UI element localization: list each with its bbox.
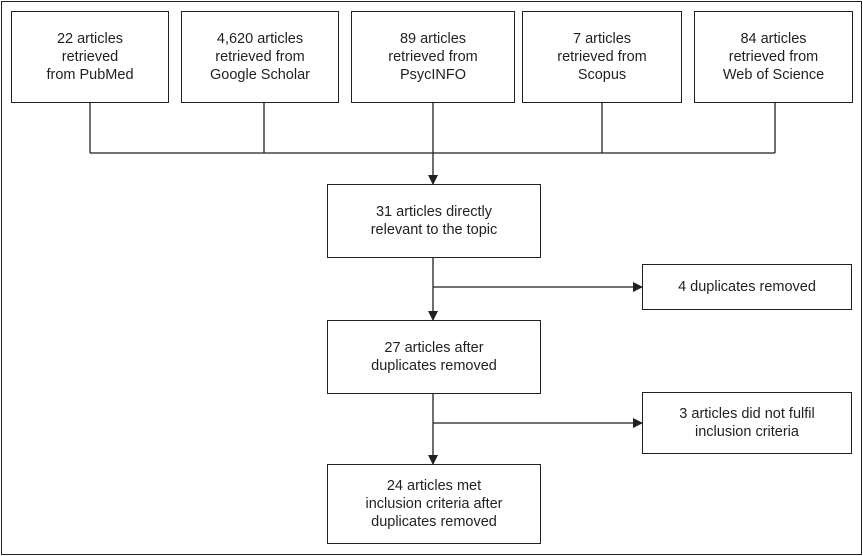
not-fulfil-criteria-box: 3 articles did not fulfil inclusion crit… [642,392,852,454]
source-box-web-of-science: 84 articles retrieved from Web of Scienc… [694,11,853,103]
relevant-articles-box: 31 articles directly relevant to the top… [327,184,541,258]
duplicates-removed-box: 4 duplicates removed [642,264,852,310]
source-text: retrieved from [215,49,305,65]
source-name: Google Scholar [210,67,310,83]
after-duplicates-box: 27 articles after duplicates removed [327,320,541,394]
box-line: 31 articles directly [375,204,493,220]
box-line: duplicates removed [371,514,497,530]
source-count: 89 articles [399,31,467,47]
box-line: 27 articles after [384,340,484,356]
source-count: 22 articles [56,31,124,47]
met-criteria-box: 24 articles met inclusion criteria after… [327,464,541,544]
box-line: inclusion criteria after [365,496,503,512]
source-box-google-scholar: 4,620 articles retrieved from Google Sch… [181,11,339,103]
box-line: duplicates removed [371,358,497,374]
source-name: Scopus [577,67,627,83]
source-text: retrieved from [728,49,819,65]
box-line: 24 articles met [386,478,482,494]
source-text: retrieved from [388,49,478,65]
source-count: 7 articles [572,31,632,47]
source-count: 84 articles [740,31,807,47]
source-name: from PubMed [46,67,134,83]
source-box-scopus: 7 articles retrieved from Scopus [522,11,682,103]
source-text: retrieved [61,49,119,65]
source-text: retrieved from [557,49,647,65]
source-box-psycinfo: 89 articles retrieved from PsycINFO [351,11,515,103]
box-line: 3 articles did not fulfil [679,406,815,422]
source-box-pubmed: 22 articles retrieved from PubMed [11,11,169,103]
source-name: PsycINFO [399,67,467,83]
box-line: relevant to the topic [370,222,498,238]
source-name: Web of Science [722,67,825,83]
box-line: 4 duplicates removed [678,279,816,295]
box-line: inclusion criteria [695,424,799,440]
source-count: 4,620 articles [216,31,304,47]
